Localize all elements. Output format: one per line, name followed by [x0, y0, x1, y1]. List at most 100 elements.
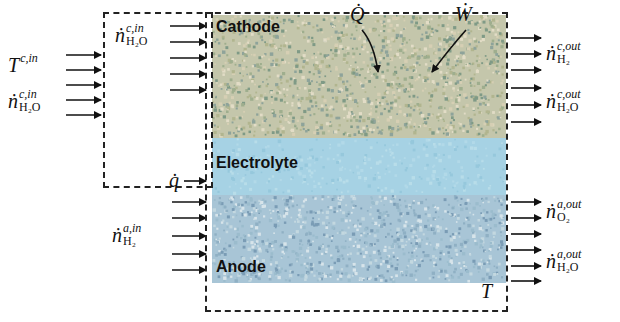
- texture-dot: [238, 148, 241, 151]
- texture-dot: [454, 148, 457, 151]
- texture-dot: [411, 141, 414, 144]
- texture-dot: [215, 97, 217, 99]
- texture-dot: [268, 69, 271, 72]
- texture-dot: [321, 31, 323, 33]
- texture-dot: [384, 79, 387, 82]
- texture-dot: [310, 114, 312, 116]
- texture-dot: [394, 99, 397, 102]
- texture-dot: [214, 125, 216, 127]
- texture-dot: [396, 143, 399, 146]
- texture-dot: [406, 123, 408, 125]
- texture-dot: [322, 273, 324, 275]
- texture-dot: [450, 71, 453, 74]
- texture-dot: [490, 123, 494, 127]
- texture-dot: [464, 146, 467, 149]
- texture-dot: [335, 96, 338, 99]
- texture-dot: [403, 89, 406, 92]
- texture-dot: [486, 155, 488, 157]
- texture-dot: [324, 75, 326, 77]
- texture-dot: [244, 54, 247, 57]
- texture-dot: [331, 179, 334, 182]
- texture-dot: [498, 39, 500, 41]
- texture-dot: [232, 39, 235, 42]
- texture-dot: [214, 35, 216, 37]
- texture-dot: [450, 75, 452, 77]
- texture-dot: [457, 89, 459, 91]
- texture-dot: [410, 85, 413, 88]
- texture-dot: [251, 54, 253, 56]
- texture-dot: [391, 189, 394, 192]
- texture-dot: [268, 16, 270, 18]
- texture-dot: [270, 44, 273, 47]
- texture-dot: [294, 82, 297, 85]
- texture-dot: [345, 47, 347, 49]
- texture-dot: [278, 89, 280, 91]
- texture-dot: [379, 105, 381, 107]
- texture-dot: [397, 86, 399, 88]
- texture-dot: [255, 42, 258, 45]
- texture-dot: [248, 44, 251, 47]
- texture-dot: [494, 266, 496, 268]
- texture-dot: [314, 162, 316, 164]
- texture-dot: [501, 222, 504, 225]
- texture-dot: [298, 171, 301, 174]
- texture-dot: [428, 19, 430, 21]
- texture-dot: [424, 167, 427, 170]
- texture-dot: [348, 112, 351, 115]
- texture-dot: [497, 116, 499, 118]
- texture-dot: [357, 66, 359, 68]
- texture-dot: [214, 131, 217, 134]
- texture-dot: [401, 163, 403, 165]
- texture-dot: [390, 83, 393, 86]
- texture-dot: [454, 185, 457, 188]
- texture-dot: [422, 90, 424, 92]
- texture-dot: [356, 30, 358, 32]
- texture-dot: [307, 158, 309, 160]
- texture-dot: [331, 240, 333, 242]
- texture-dot: [427, 228, 430, 231]
- texture-dot: [339, 40, 342, 43]
- texture-dot: [431, 28, 433, 30]
- texture-dot: [450, 69, 452, 71]
- texture-dot: [322, 84, 325, 87]
- texture-dot: [302, 31, 305, 34]
- texture-dot: [414, 25, 417, 28]
- texture-dot: [268, 58, 270, 60]
- texture-dot: [325, 248, 328, 251]
- texture-dot: [222, 65, 224, 67]
- texture-dot: [258, 104, 260, 106]
- texture-dot: [351, 111, 353, 113]
- texture-dot: [377, 127, 379, 129]
- texture-dot: [300, 100, 302, 102]
- texture-dot: [379, 131, 382, 134]
- texture-dot: [255, 275, 258, 278]
- texture-dot: [272, 199, 274, 201]
- texture-dot: [416, 190, 418, 192]
- texture-dot: [457, 160, 460, 163]
- texture-dot: [414, 236, 417, 239]
- texture-dot: [315, 101, 318, 104]
- texture-dot: [283, 192, 285, 194]
- texture-dot: [377, 209, 380, 212]
- texture-dot: [457, 214, 459, 216]
- texture-dot: [302, 244, 304, 246]
- texture-dot: [362, 26, 365, 29]
- texture-dot: [412, 66, 415, 69]
- texture-dot: [400, 85, 402, 87]
- texture-dot: [468, 32, 471, 35]
- texture-dot: [232, 178, 235, 181]
- texture-dot: [483, 209, 486, 212]
- texture-dot: [311, 80, 313, 82]
- texture-dot: [312, 43, 315, 46]
- texture-dot: [486, 234, 489, 237]
- texture-dot: [356, 229, 359, 232]
- texture-dot: [341, 89, 344, 92]
- texture-dot: [264, 93, 266, 95]
- texture-dot: [492, 72, 494, 74]
- texture-dot: [442, 127, 444, 129]
- texture-dot: [501, 142, 503, 144]
- texture-dot: [352, 53, 355, 56]
- texture-dot: [339, 124, 341, 126]
- texture-dot: [373, 222, 375, 224]
- texture-dot: [458, 74, 460, 76]
